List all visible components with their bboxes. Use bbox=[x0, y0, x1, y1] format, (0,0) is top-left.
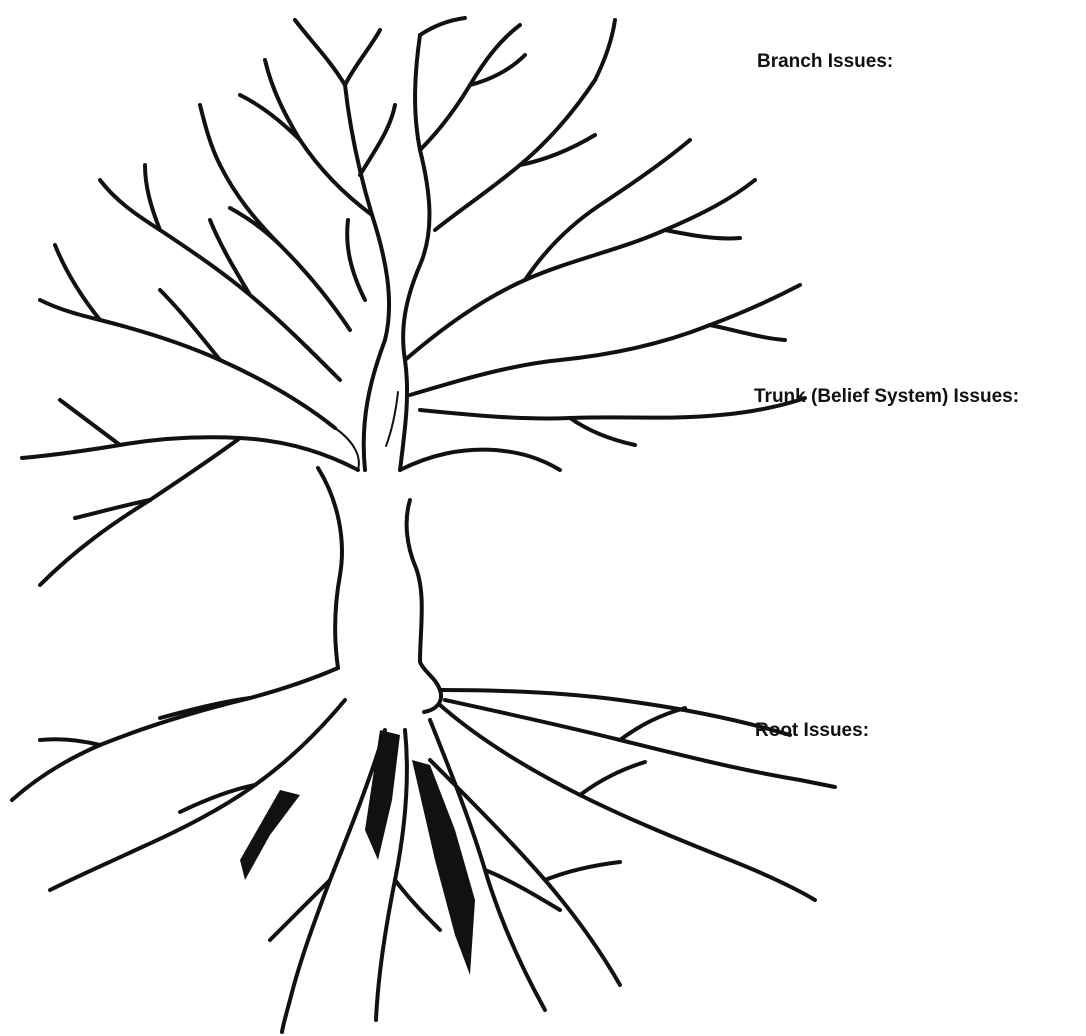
roots bbox=[12, 668, 835, 1032]
trunk-issues-label: Trunk (Belief System) Issues: bbox=[754, 387, 1019, 406]
root-shading bbox=[240, 730, 475, 975]
tree-with-roots-icon bbox=[12, 18, 835, 1032]
branch-issues-label: Branch Issues: bbox=[757, 52, 893, 71]
branches bbox=[22, 18, 805, 585]
trunk bbox=[318, 392, 441, 712]
root-issues-label: Root Issues: bbox=[755, 721, 869, 740]
